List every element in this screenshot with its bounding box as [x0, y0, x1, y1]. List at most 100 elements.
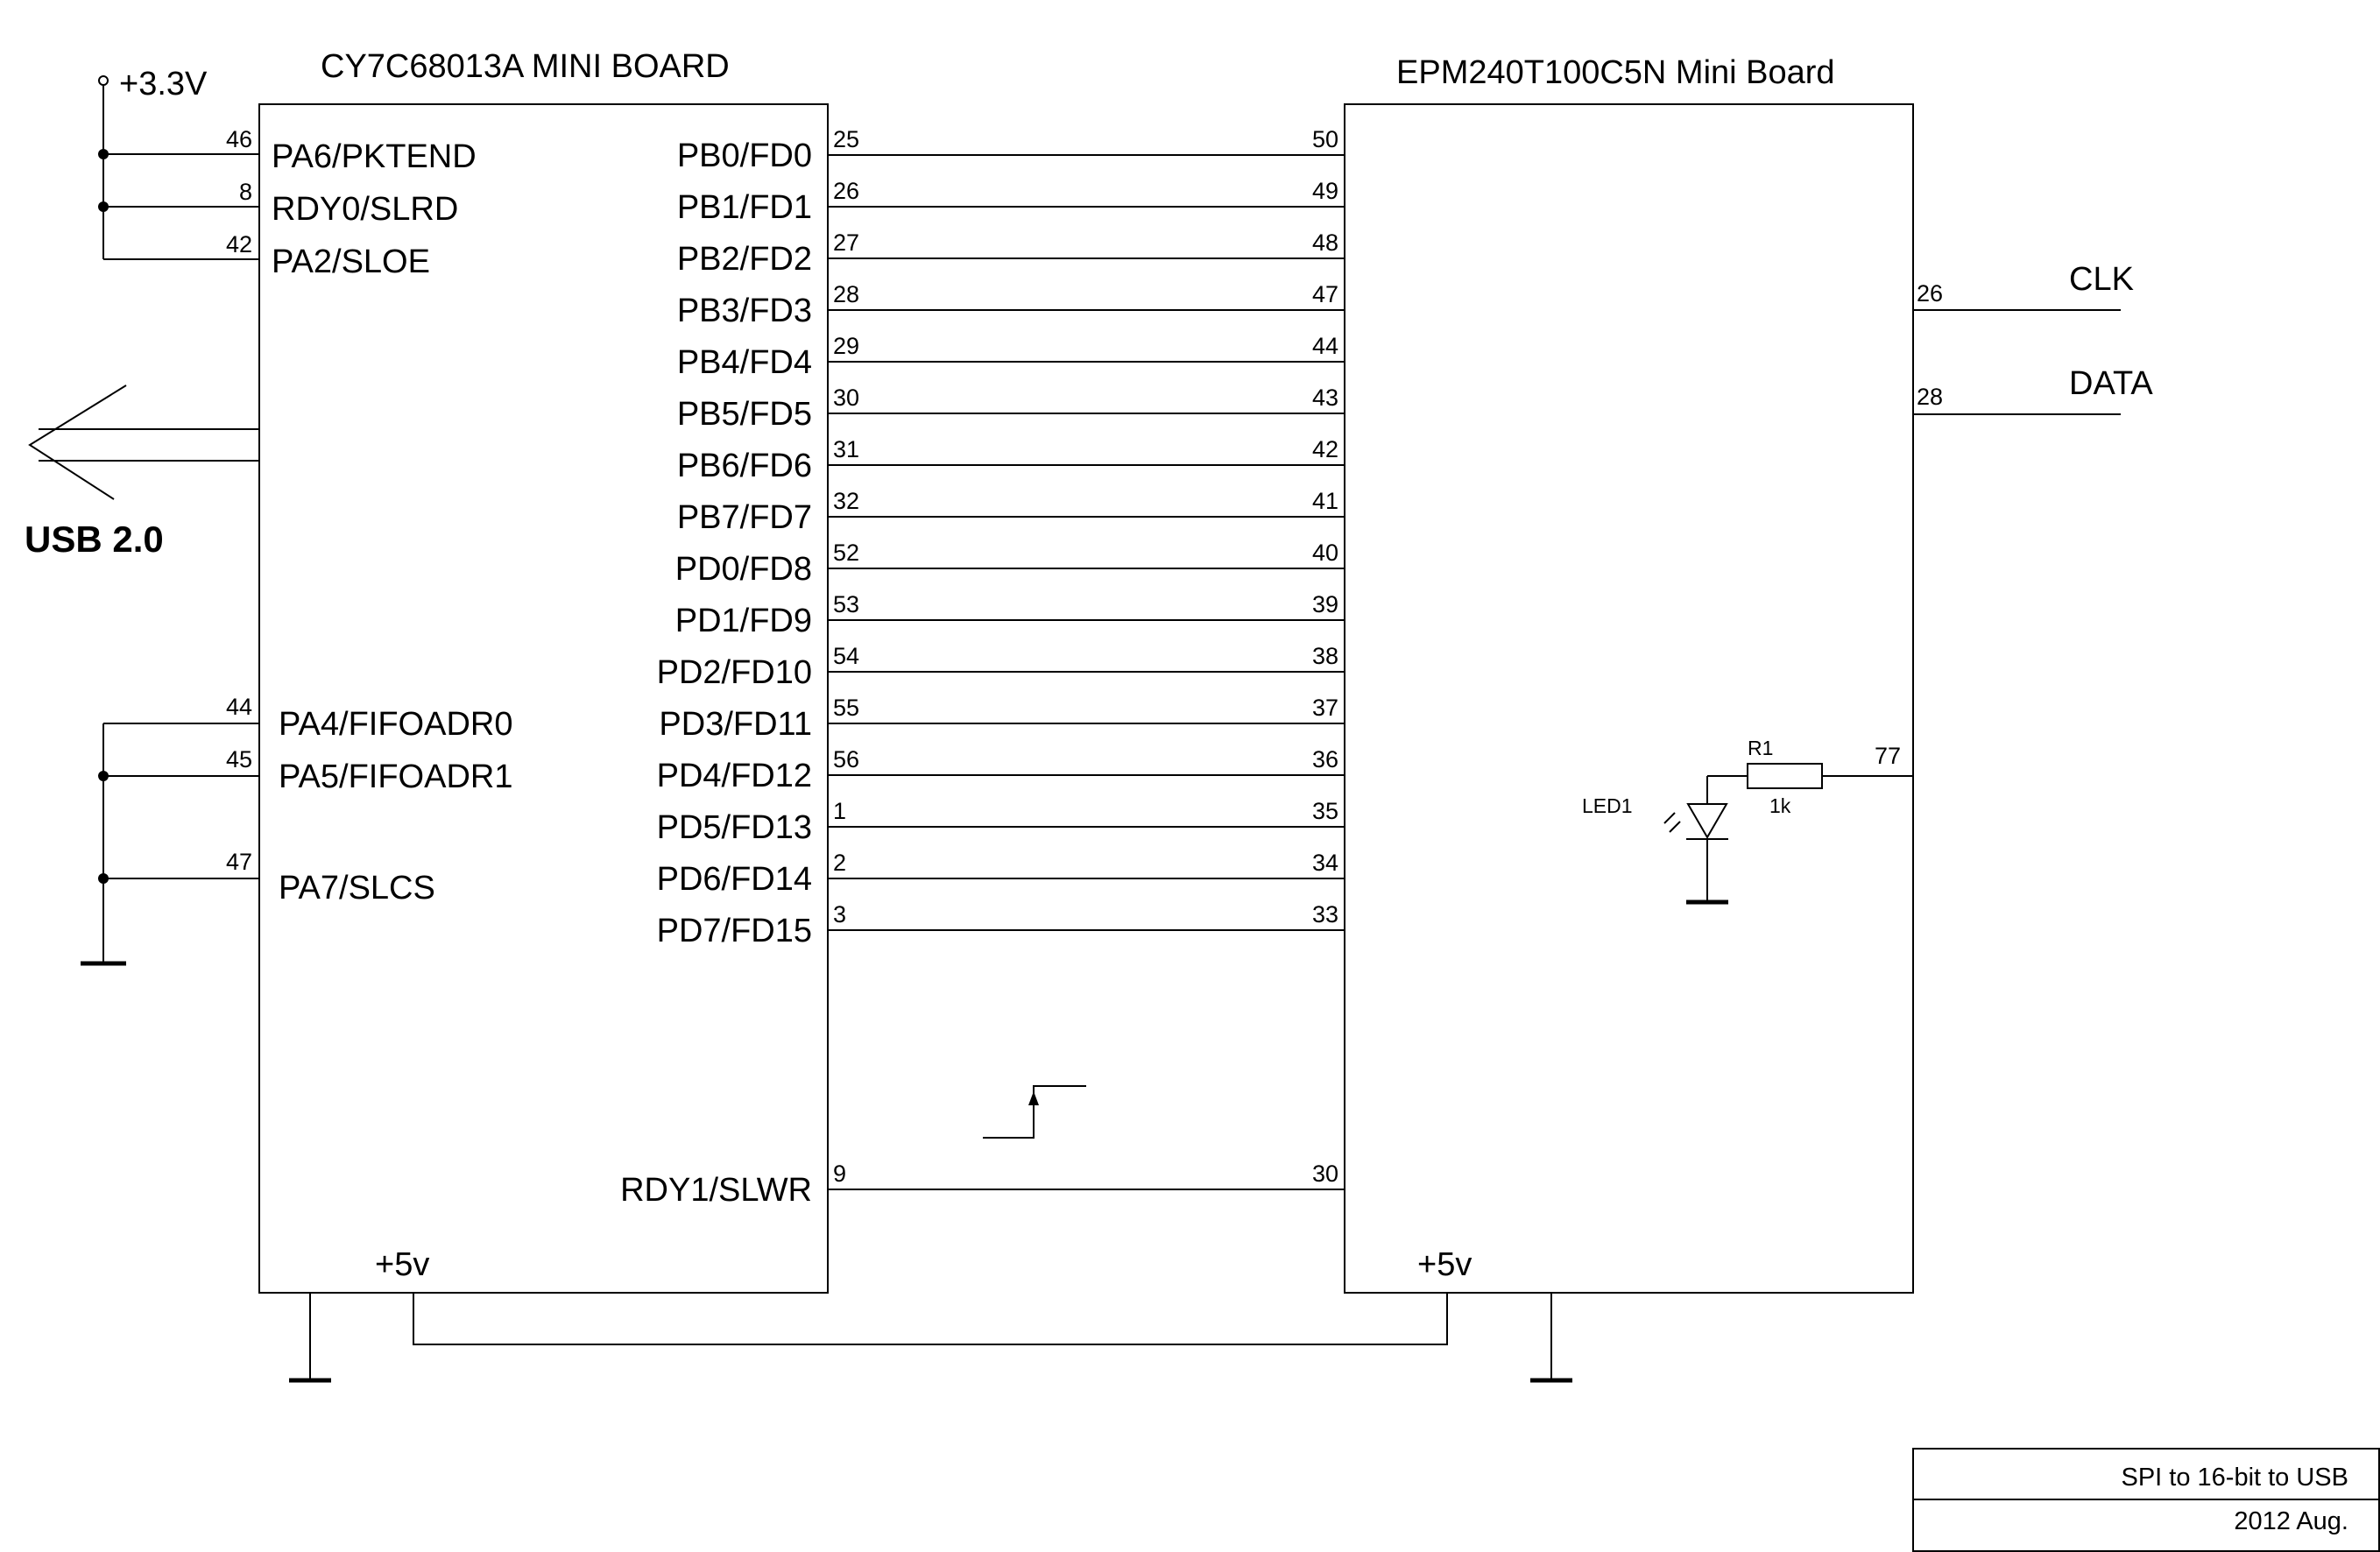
right-5v-label: +5v [1417, 1246, 1472, 1283]
pin-number: 42 [1312, 436, 1338, 462]
pin-number: 26 [1917, 280, 1943, 307]
light-ray-icon [1663, 812, 1676, 824]
pin-number: 27 [833, 229, 859, 256]
usb-label: USB 2.0 [25, 519, 164, 560]
supply-terminal-icon [98, 75, 109, 86]
pin-number: 47 [1312, 281, 1338, 307]
bus-signal-label: RDY1/SLWR [620, 1172, 812, 1209]
pulse-arrow-icon [1028, 1091, 1039, 1105]
data-label: DATA [2069, 365, 2153, 402]
pin-number: 37 [1312, 695, 1338, 721]
pin-number: 40 [1312, 540, 1338, 566]
pin-number: 43 [1312, 384, 1338, 411]
bus-signal-label: PD7/FD15 [657, 913, 812, 949]
pin-number: 33 [1312, 901, 1338, 928]
pin-number: 8 [239, 179, 252, 205]
pin-number: 1 [833, 798, 846, 824]
clk-label: CLK [2069, 261, 2134, 298]
supply-3v3-label: +3.3V [119, 66, 208, 102]
pin-number: 77 [1875, 743, 1901, 769]
pin-number: 52 [833, 540, 859, 566]
pin-label: PA2/SLOE [272, 243, 430, 280]
pin-number: 28 [1917, 384, 1943, 410]
bus-signal-label: PB5/FD5 [677, 396, 812, 433]
pin-number: 56 [833, 746, 859, 772]
left-board-outline [258, 103, 829, 1294]
pin-number: 44 [226, 694, 252, 720]
pin-label: PA5/FIFOADR1 [279, 758, 512, 795]
resistor-value: 1k [1769, 794, 1791, 817]
pin-number: 53 [833, 591, 859, 617]
left-board: CY7C68013A MINI BOARD [258, 48, 829, 1294]
pin-number: 38 [1312, 643, 1338, 669]
bus-signal-label: PD0/FD8 [675, 551, 812, 588]
bus-signal-label: PD1/FD9 [675, 603, 812, 639]
5v-link-wire [413, 1293, 1448, 1345]
junction-dot [98, 201, 109, 212]
right-board-outline [1344, 103, 1914, 1294]
left-board-title: CY7C68013A MINI BOARD [321, 48, 730, 85]
pin-number: 44 [1312, 333, 1338, 359]
pin-number: 41 [1312, 488, 1338, 514]
bus-signal-label: PB1/FD1 [677, 189, 812, 226]
bus-signal-label: PD2/FD10 [657, 654, 812, 691]
pin-label: PA4/FIFOADR0 [279, 706, 512, 743]
pin-number: 9 [833, 1160, 846, 1187]
resistor-label: R1 [1748, 737, 1773, 759]
bus-signal-label: PD6/FD14 [657, 861, 812, 898]
pin-number: 3 [833, 901, 846, 928]
resistor-icon [1747, 763, 1823, 789]
pin-number: 39 [1312, 591, 1338, 617]
pin-number: 42 [226, 231, 252, 257]
pin-number: 47 [226, 849, 252, 875]
led-label: LED1 [1582, 794, 1633, 817]
bus-signal-label: PB0/FD0 [677, 138, 812, 174]
spi-outputs: 26 CLK 28 DATA [1913, 261, 2153, 415]
led-circuit: 77 R1 1k LED1 [1582, 737, 1913, 905]
power-ground: +5v +5v [289, 1246, 1572, 1383]
bus-signal-label: PB7/FD7 [677, 499, 812, 536]
supply-3v3-net: +3.3V 46 8 42 PA6/PKTEND RDY0/SLRD PA2/S… [98, 66, 477, 280]
pin-number: 29 [833, 333, 859, 359]
bus-signal-label: PB3/FD3 [677, 293, 812, 329]
pin-label: PA6/PKTEND [272, 138, 477, 175]
pin-number: 50 [1312, 126, 1338, 152]
strobe-pulse-icon [983, 1085, 1086, 1139]
left-5v-label: +5v [375, 1246, 429, 1283]
led-diode-icon [1686, 803, 1728, 839]
pin-number: 28 [833, 281, 859, 307]
pin-number: 48 [1312, 229, 1338, 256]
junction-dot [98, 149, 109, 159]
bus-signal-label: PB2/FD2 [677, 241, 812, 278]
pin-number: 36 [1312, 746, 1338, 772]
bus-signal-label: PB4/FD4 [677, 344, 812, 381]
pin-label: RDY0/SLRD [272, 191, 458, 228]
pin-number: 49 [1312, 178, 1338, 204]
title-block-date: 2012 Aug. [2234, 1507, 2348, 1535]
bus-signal-label: PB6/FD6 [677, 448, 812, 484]
pin-number: 30 [833, 384, 859, 411]
title-block-title: SPI to 16-bit to USB [2121, 1464, 2348, 1492]
pin-number: 30 [1312, 1160, 1338, 1187]
right-board-title: EPM240T100C5N Mini Board [1396, 54, 1835, 91]
junction-dot [98, 771, 109, 781]
bus-signal-label: PD5/FD13 [657, 809, 812, 846]
pin-number: 55 [833, 695, 859, 721]
pin-number: 45 [226, 746, 252, 772]
fifoadr-ground-net: 44 45 47 PA4/FIFOADR0 PA5/FIFOADR1 PA7/S… [81, 694, 512, 966]
pin-number: 46 [226, 126, 252, 152]
pin-label: PA7/SLCS [279, 870, 435, 907]
pin-number: 34 [1312, 850, 1338, 876]
title-block: SPI to 16-bit to USB 2012 Aug. [1912, 1448, 2380, 1552]
usb-interface: USB 2.0 [25, 384, 259, 560]
pin-number: 31 [833, 436, 859, 462]
junction-dot [98, 873, 109, 884]
bus-signal-label: PD3/FD11 [659, 706, 812, 743]
pin-number: 25 [833, 126, 859, 152]
pin-number: 32 [833, 488, 859, 514]
bus-signal-label: PD4/FD12 [657, 758, 812, 794]
usb-arrow-icon [28, 384, 127, 500]
light-ray-icon [1669, 821, 1681, 833]
